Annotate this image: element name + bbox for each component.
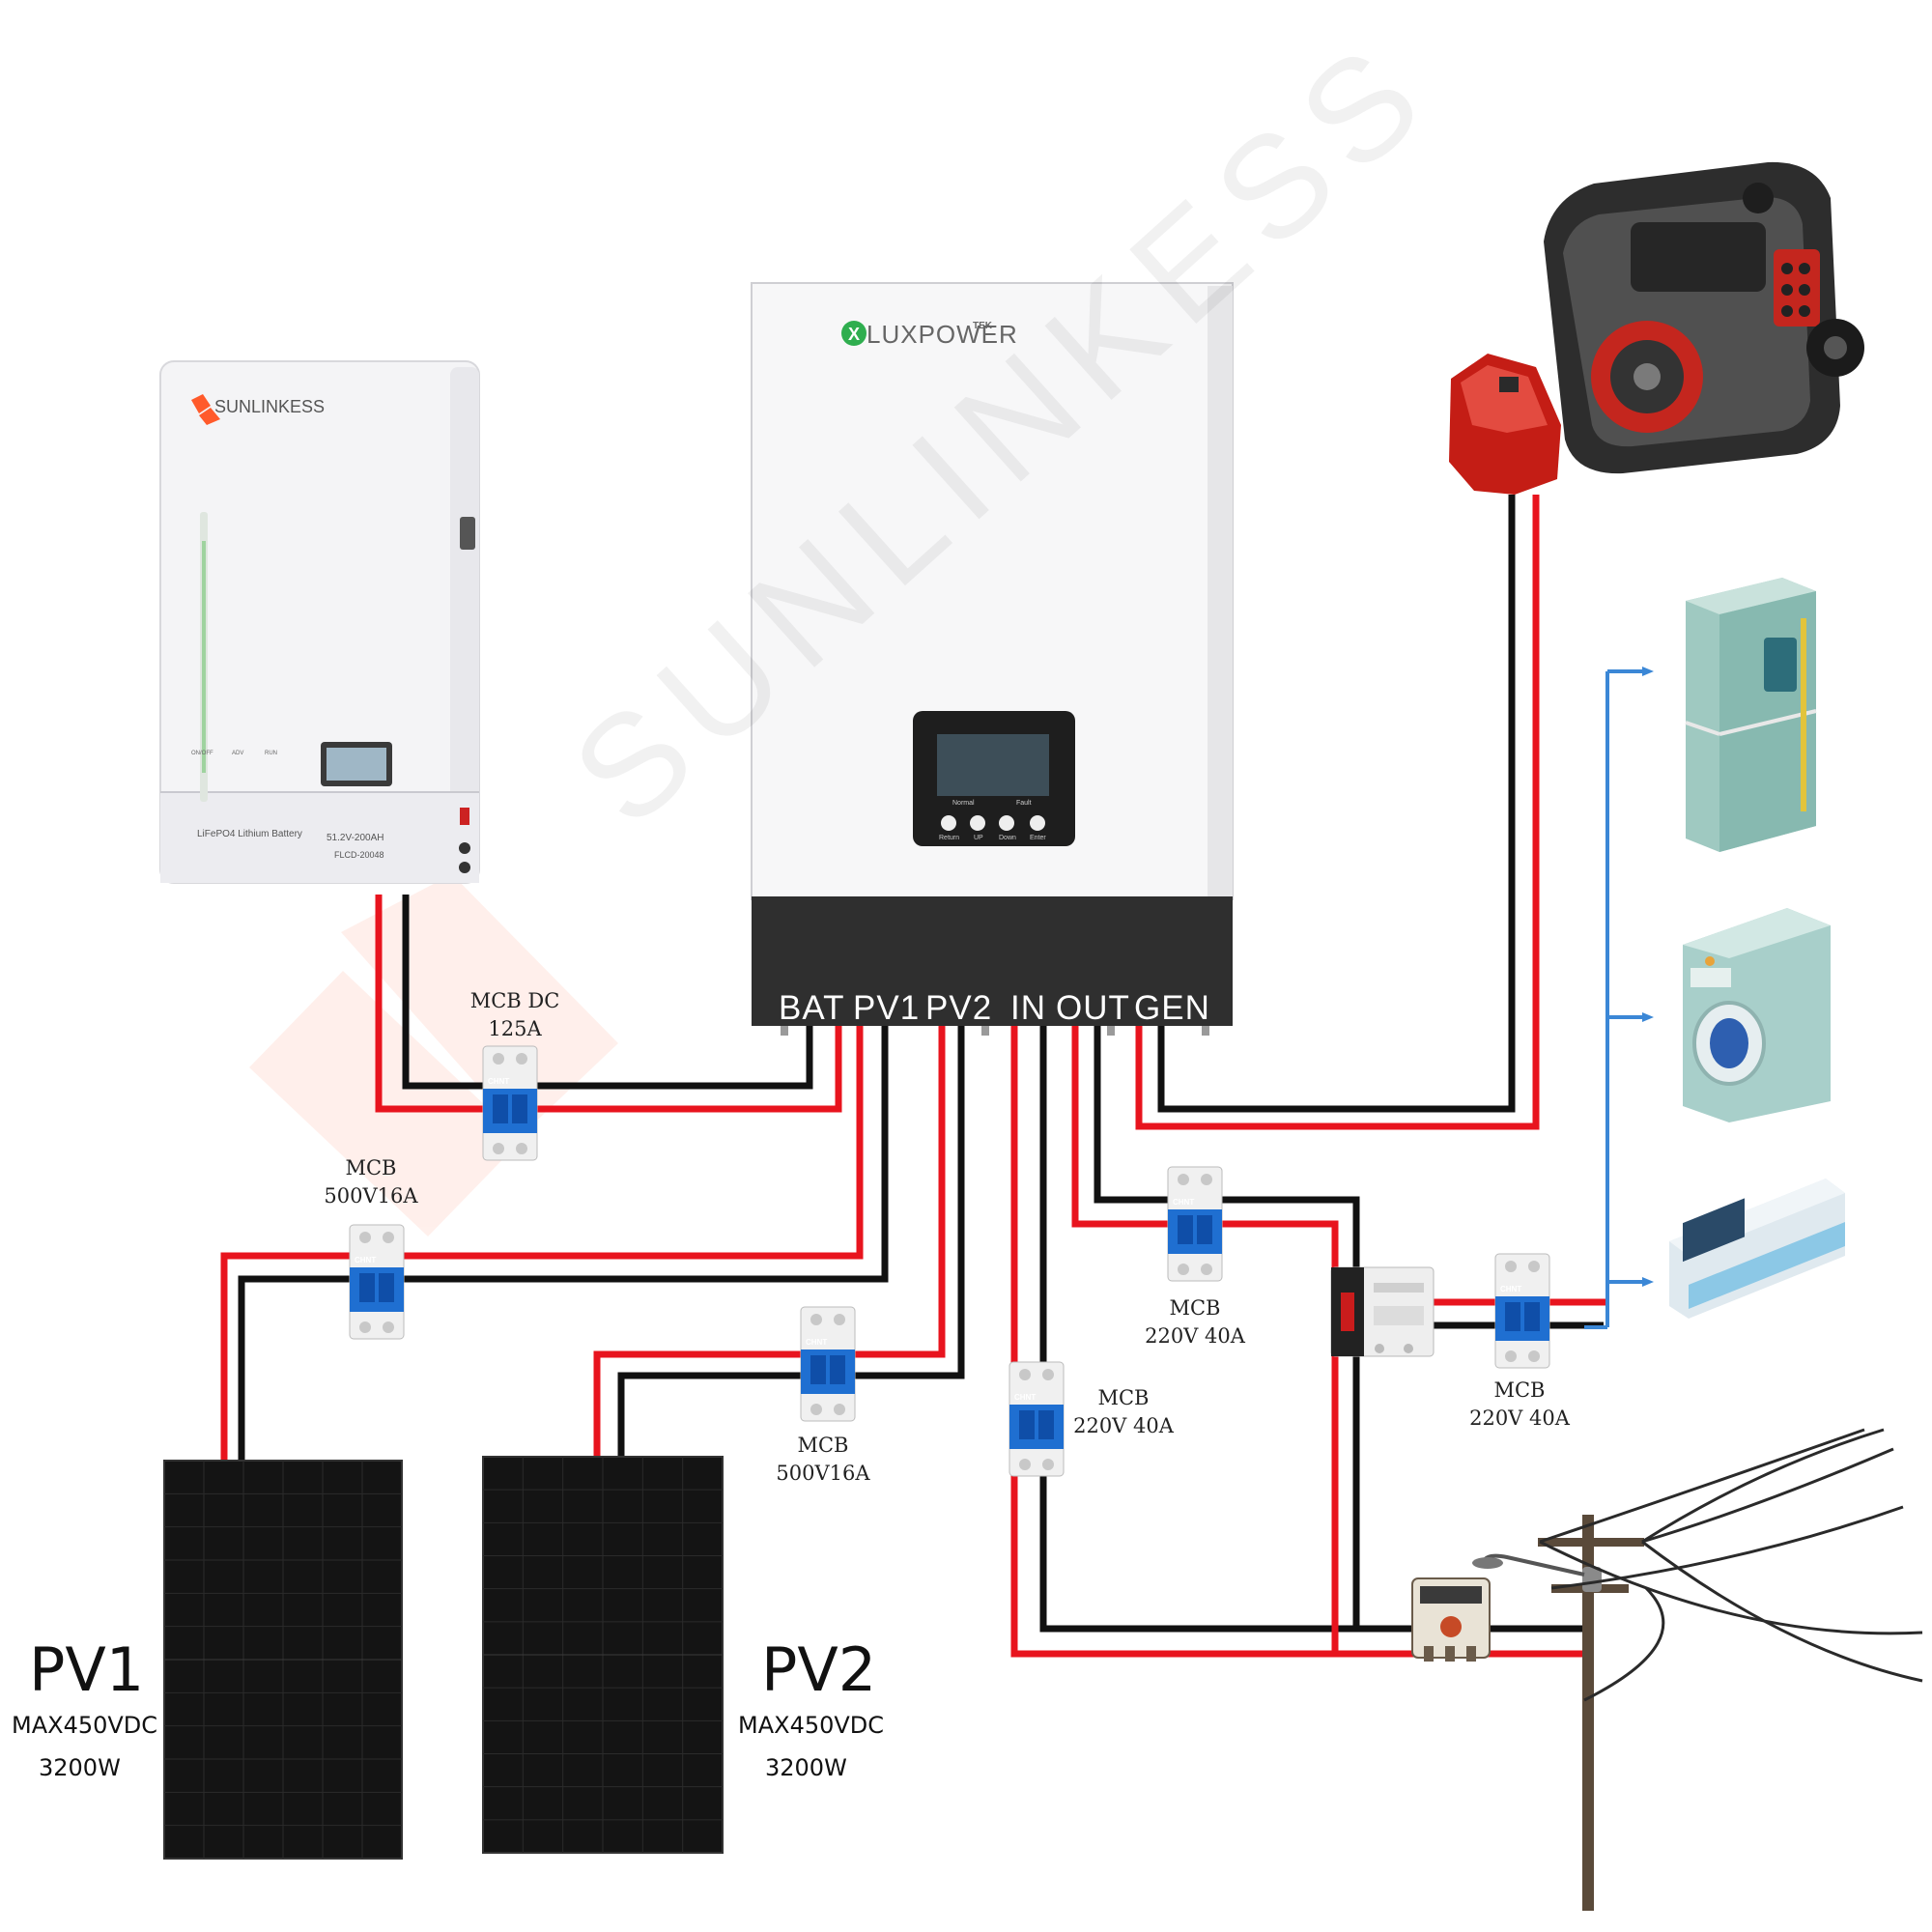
transfer-switch-icon[interactable]: [1330, 1266, 1435, 1357]
svg-text:X: X: [848, 325, 860, 344]
port-bat: BAT: [779, 989, 845, 1027]
pv2-positive-wire: [593, 1026, 946, 1461]
breaker-load-brand: CHNT: [1500, 1285, 1522, 1293]
inverter-lcd-screen: [937, 734, 1049, 796]
battery-code: FLCD-20048: [334, 850, 384, 860]
port-gen: GEN: [1134, 989, 1210, 1027]
watermark: [249, 874, 618, 1236]
pv2-voltage: MAX450VDC: [738, 1712, 885, 1739]
breaker-pv1-line1: MCB: [345, 1156, 397, 1179]
breaker-out-line1: MCB: [1169, 1296, 1221, 1320]
breaker-bat-line2: 125A: [488, 1017, 542, 1040]
inverter-brand-suffix: TEK: [973, 321, 992, 331]
return-key-icon[interactable]: [941, 815, 956, 831]
breaker-load-line2: 220V 40A: [1469, 1406, 1570, 1430]
out-negative-wire: [1094, 1026, 1360, 1629]
fuel-can-icon: [1449, 354, 1561, 495]
breaker-pv1-line2: 500V16A: [324, 1184, 418, 1208]
pv1-power: 3200W: [39, 1754, 121, 1781]
battery-button-adv[interactable]: ADV: [232, 751, 244, 756]
breaker-grid-in-brand: CHNT: [1014, 1393, 1037, 1402]
breaker-pv1-label: MCB 500V16A: [315, 1154, 427, 1210]
down-key-icon[interactable]: [999, 815, 1014, 831]
grid-in-positive-wire: [1010, 1026, 1582, 1658]
pv1-voltage: MAX450VDC: [12, 1712, 158, 1739]
breaker-load-label: MCB 220V 40A: [1463, 1377, 1577, 1433]
utility-pole-icon: [1472, 1428, 1923, 1911]
breaker-bat-label: MCB DC 125A: [462, 987, 568, 1043]
battery-model-line: LiFePO4 Lithium Battery: [197, 829, 302, 839]
breaker-bat[interactable]: [482, 1045, 538, 1161]
battery: [159, 360, 480, 884]
battery-negative-wire: [402, 895, 813, 1090]
breaker-grid-in[interactable]: [1009, 1361, 1065, 1477]
battery-button-run[interactable]: RUN: [265, 751, 277, 756]
inverter-bottom-panel: [752, 896, 1233, 1026]
battery-logo-icon: [191, 394, 220, 425]
breaker-pv2-line2: 500V16A: [776, 1462, 870, 1485]
breaker-pv1[interactable]: [349, 1224, 405, 1340]
key-return-label: Return: [939, 835, 960, 841]
breaker-pv2[interactable]: [800, 1306, 856, 1422]
battery-brand: SUNLINKESS: [214, 397, 326, 416]
indicator-normal: Normal: [952, 800, 975, 807]
breaker-bat-line1: MCB DC: [469, 989, 560, 1012]
breaker-pv2-brand: CHNT: [806, 1338, 828, 1347]
port-pv1: PV1: [853, 989, 921, 1027]
pv2-title: PV2: [761, 1634, 877, 1705]
load-bus: [1584, 667, 1654, 1329]
pv1-negative-wire: [238, 1026, 889, 1461]
grid-in-negative-wire: [1039, 1026, 1582, 1633]
inverter: X: [751, 282, 1234, 1036]
breaker-load[interactable]: [1494, 1253, 1550, 1369]
key-enter-label: Enter: [1030, 835, 1046, 841]
breaker-bat-brand: CHNT: [488, 1077, 510, 1086]
gen-negative-wire: [1157, 495, 1516, 1113]
port-out: OUT: [1056, 989, 1130, 1027]
up-key-icon[interactable]: [970, 815, 985, 831]
battery-positive-wire: [375, 895, 842, 1113]
indicator-fault: Fault: [1016, 800, 1032, 807]
inverter-brand: LUXPOWER: [867, 320, 1018, 349]
enter-key-icon[interactable]: [1030, 815, 1045, 831]
gen-positive-wire: [1135, 495, 1540, 1130]
breaker-grid-in-line2: 220V 40A: [1073, 1414, 1174, 1437]
breaker-out[interactable]: [1167, 1166, 1223, 1282]
breaker-out-label: MCB 220V 40A: [1138, 1294, 1252, 1350]
battery-spec: 51.2V-200AH: [327, 833, 384, 843]
port-in: IN: [1010, 989, 1046, 1027]
generator-icon: [1544, 161, 1864, 474]
breaker-load-line1: MCB: [1493, 1378, 1546, 1402]
breaker-out-brand: CHNT: [1173, 1198, 1195, 1207]
air-conditioner-icon: [1669, 1179, 1845, 1319]
breaker-pv1-brand: CHNT: [355, 1256, 377, 1264]
breaker-out-line2: 220V 40A: [1145, 1324, 1245, 1348]
breaker-pv2-label: MCB 500V16A: [767, 1432, 879, 1488]
key-down-label: Down: [999, 835, 1016, 841]
washing-machine-icon: [1683, 908, 1831, 1122]
breaker-grid-in-line1: MCB: [1097, 1386, 1150, 1409]
breaker-grid-in-label: MCB 220V 40A: [1066, 1384, 1180, 1440]
energy-meter-icon[interactable]: [1411, 1577, 1491, 1662]
key-up-label: UP: [974, 835, 983, 841]
battery-breaker-switch[interactable]: [460, 517, 475, 550]
port-pv2: PV2: [925, 989, 993, 1027]
pv1-title: PV1: [29, 1634, 145, 1705]
pv2-negative-wire: [617, 1026, 965, 1461]
watermark-logo-shape-left: [249, 971, 522, 1236]
breaker-pv2-line1: MCB: [797, 1434, 849, 1457]
watermark-logo-shape-right: [341, 874, 618, 1135]
inverter-logo-icon: X: [841, 321, 867, 346]
battery-button-onoff[interactable]: ON/OFF: [191, 751, 213, 756]
refrigerator-icon: [1685, 578, 1817, 852]
pv2-power: 3200W: [765, 1754, 847, 1781]
pv1-positive-wire: [220, 1026, 864, 1461]
